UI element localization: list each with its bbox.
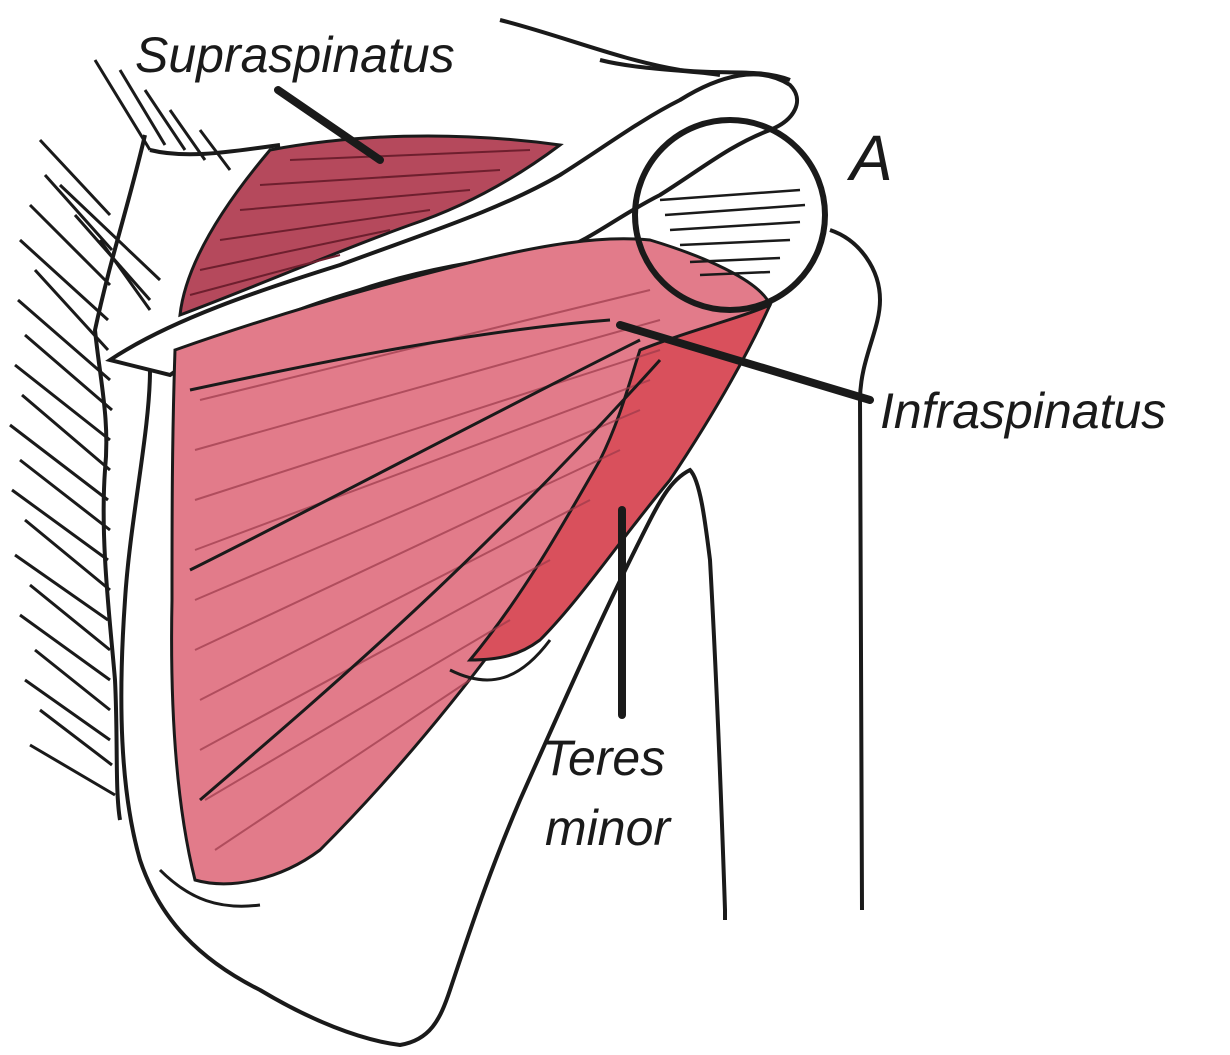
supraspinatus-label: Supraspinatus <box>135 27 455 83</box>
infraspinatus-label: Infraspinatus <box>880 383 1166 439</box>
region-a-label: A <box>846 122 893 194</box>
humerus-outline <box>830 230 880 910</box>
teres-minor-label-line1: Teres <box>542 730 665 786</box>
teres-minor-label-line2: minor <box>545 800 672 856</box>
